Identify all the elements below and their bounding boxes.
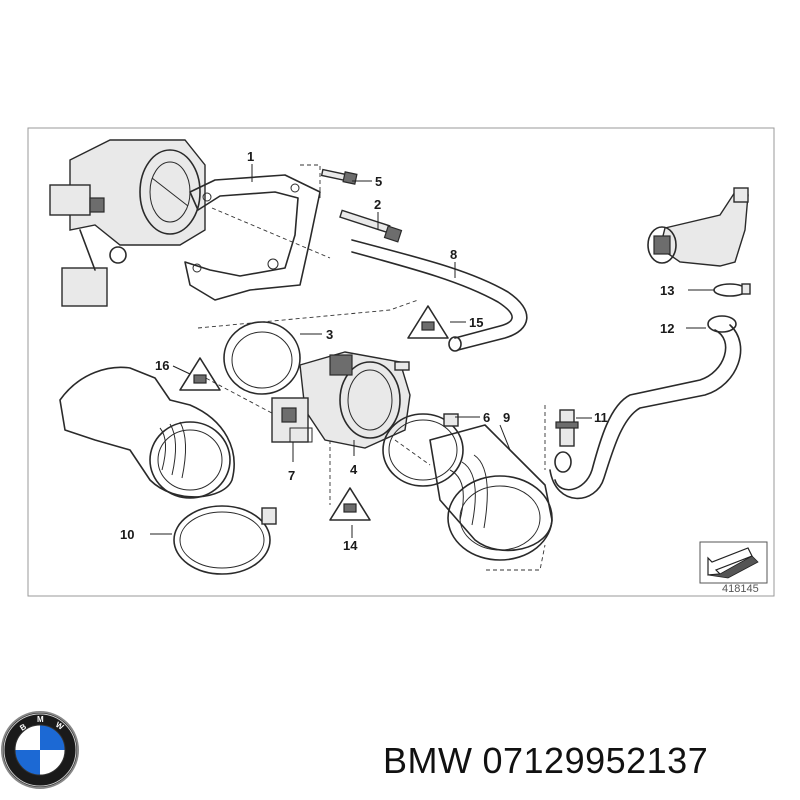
callout-8: 8: [450, 247, 457, 262]
part-number: 07129952137: [482, 740, 709, 781]
callout-3: 3: [326, 327, 333, 342]
part-7-sensor: [271, 397, 313, 443]
warning-triangle-15: [407, 305, 449, 339]
part-12-pipe: [549, 315, 742, 500]
doc-number: 418145: [722, 583, 759, 595]
svg-text:M: M: [37, 715, 44, 724]
valve-top-right: [647, 187, 749, 267]
svg-text:B: B: [18, 722, 28, 733]
callout-13: 13: [660, 283, 674, 298]
part-6-clamp: [382, 413, 464, 487]
assembly-guides: [197, 164, 546, 571]
svg-text:W: W: [54, 720, 66, 732]
callout-9: 9: [503, 410, 510, 425]
callout-11: 11: [594, 410, 608, 425]
part-2-bolt: [339, 209, 403, 243]
callout-14: 14: [343, 538, 358, 553]
callout-6: 6: [483, 410, 490, 425]
part-3-gasket-ring: [223, 321, 301, 395]
part-11-fitting: [555, 409, 579, 447]
brand-name: BMW: [383, 740, 473, 781]
part-5-bolt: [320, 168, 358, 185]
part-13-clamp: [713, 283, 751, 297]
intake-boot-left: [59, 366, 235, 499]
part-1-bracket: [184, 174, 321, 301]
leader-lines: [150, 164, 714, 538]
throttle-housing-top: [49, 139, 206, 307]
callout-5: 5: [375, 174, 382, 189]
bmw-roundel-icon: B M W: [1, 711, 79, 789]
callout-2: 2: [374, 197, 381, 212]
callout-16: 16: [155, 358, 169, 373]
part-9-bellows: [429, 424, 553, 561]
warning-triangle-14: [329, 487, 371, 521]
callout-1: 1: [247, 149, 254, 164]
diagram-frame: [27, 127, 775, 597]
callout-7: 7: [288, 468, 295, 483]
warning-triangle-16: [179, 357, 221, 391]
part-4-throttle-body: [299, 351, 411, 449]
callout-15: 15: [469, 315, 483, 330]
callout-4: 4: [350, 462, 358, 477]
part-10-clamp: [173, 505, 277, 575]
callout-numbers: 1 5 2 8 3 15 16 13 12 6 9 11 4 7 10 14: [120, 149, 674, 553]
callout-12: 12: [660, 321, 674, 336]
callout-10: 10: [120, 527, 134, 542]
orientation-arrow-box: [699, 541, 768, 584]
part-8-hose: [351, 239, 528, 352]
